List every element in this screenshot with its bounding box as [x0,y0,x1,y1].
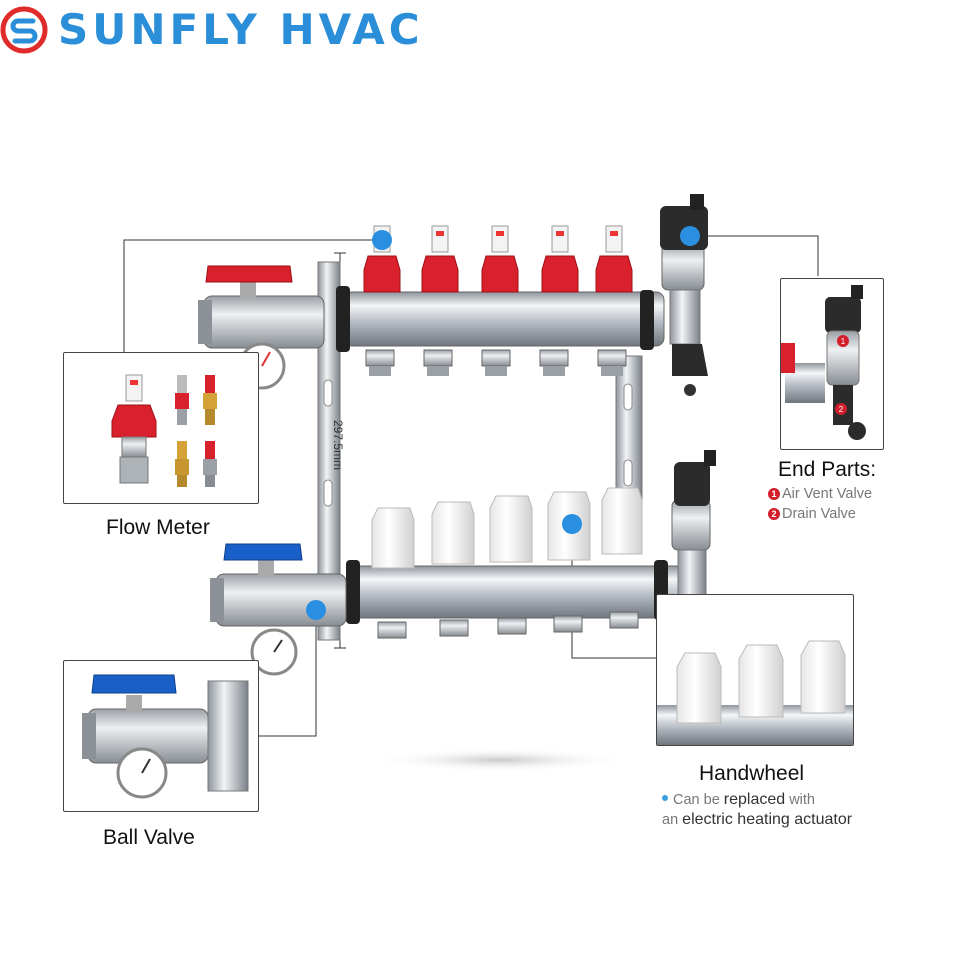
hotspot-dot-icon [372,230,392,250]
hotspot-dot-icon [562,514,582,534]
brand-name: SUNFLY HVAC [58,5,424,54]
flow-meter-title: Flow Meter [106,516,210,539]
hotspot-dot-icon [306,600,326,620]
end-parts-callout: 1 2 [780,278,884,450]
flow-meter-icon [111,374,217,487]
flow-meter-row [363,225,633,293]
ball-valve-title: Ball Valve [103,826,195,849]
svg-text:2: 2 [839,405,844,414]
handwheel-title: Handwheel [699,762,805,785]
mounting-bracket-left [317,261,341,641]
return-ball-valve [210,543,347,676]
dimension-label: 297.5mm [331,420,345,471]
bullet-dot-icon [662,795,668,801]
handwheel-row [371,487,643,569]
handwheel-description: Can be replaced with an electric heating… [662,791,853,828]
thermometer-icon [116,747,168,799]
end-parts-title: End Parts: [778,458,877,481]
return-outlets [377,611,639,639]
hotspot-dot-icon [680,226,700,246]
supply-outlets [365,349,627,376]
handwheel-icon [657,640,853,745]
brand-logo: SUNFLY HVAC [0,0,960,60]
flow-meter-callout [63,352,259,504]
ball-valve-callout [63,660,259,812]
handwheel-callout [656,594,854,746]
ball-valve-icon [82,674,249,799]
air-vent-valve [660,194,708,396]
svg-text:1: 1 [841,337,846,346]
supply-manifold [336,286,665,352]
sunfly-logo-icon [0,6,48,54]
air-vent-valve-icon [825,285,863,386]
